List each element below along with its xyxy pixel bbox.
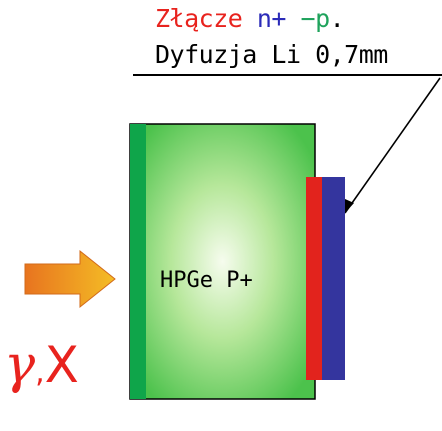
crystal-label: HPGe P+ — [160, 268, 253, 293]
radiation-separator: , — [35, 355, 45, 390]
leader-line — [344, 77, 441, 214]
front-contact-strip — [130, 124, 146, 399]
junction-p-part: p — [315, 4, 330, 33]
x-ray-symbol: X — [44, 336, 79, 394]
leader-arrowhead — [345, 199, 354, 213]
junction-dash: − — [300, 4, 316, 33]
junction-n-part: n+ — [256, 4, 287, 33]
radiation-arrow — [24, 249, 116, 309]
gamma-symbol: γ — [4, 335, 36, 395]
junction-label: Złącze n+ −p. — [155, 4, 345, 34]
n-plus-layer — [306, 177, 322, 380]
junction-word: Złącze — [155, 4, 243, 33]
junction-period: . — [329, 4, 345, 33]
diffusion-label: Dyfuzja Li 0,7mm — [155, 40, 388, 69]
hpge-crystal — [129, 123, 316, 400]
radiation-label: γ,X — [4, 335, 79, 403]
p-contact-layer — [322, 177, 345, 380]
